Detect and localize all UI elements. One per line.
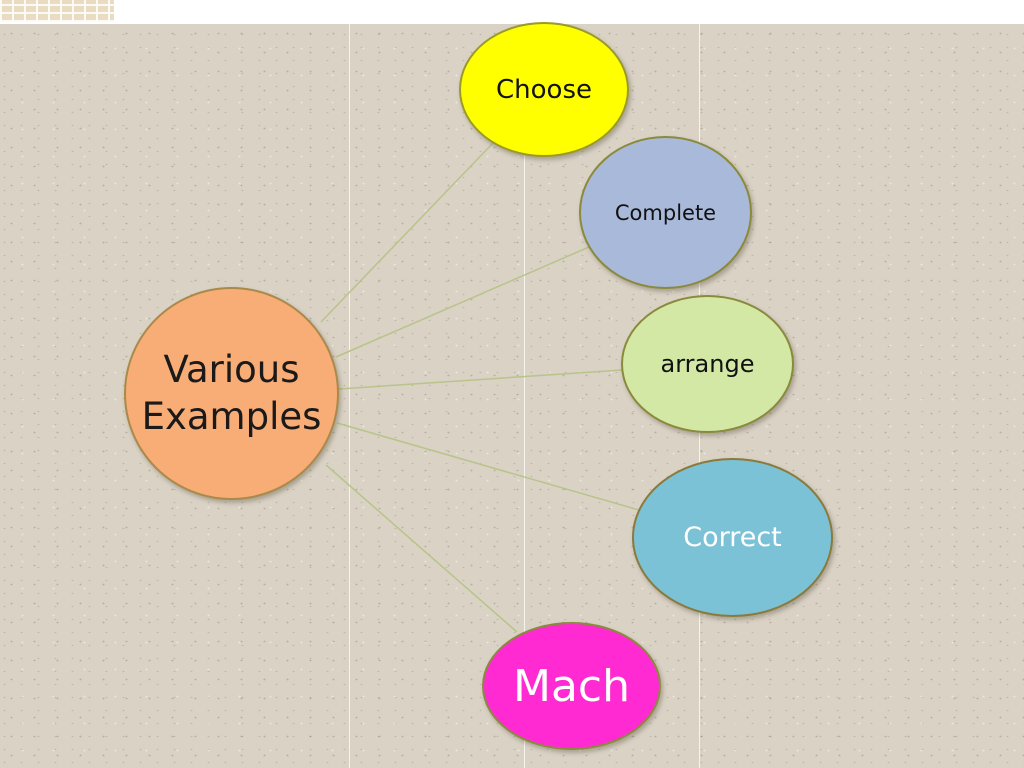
branch-node-label: Correct xyxy=(683,522,782,553)
background-guide-line xyxy=(524,24,525,768)
connector-mach xyxy=(325,464,518,633)
corner-pattern-decoration xyxy=(0,0,114,22)
branch-node-label: Complete xyxy=(614,200,717,225)
background-guide-line xyxy=(349,24,350,768)
branch-node-label: Choose xyxy=(496,74,592,105)
branch-node-mach: Mach xyxy=(482,622,661,750)
connector-choose xyxy=(320,142,494,323)
branch-node-choose: Choose xyxy=(459,22,629,157)
branch-node-correct: Correct xyxy=(632,458,833,617)
branch-node-complete: Complete xyxy=(579,136,752,289)
branch-node-label: arrange xyxy=(660,350,755,378)
branch-node-arrange: arrange xyxy=(621,295,794,433)
connector-complete xyxy=(335,246,590,358)
slide-top-strip xyxy=(0,0,1024,24)
center-node-various-examples: Various Examples xyxy=(124,287,339,500)
connector-correct xyxy=(336,422,640,511)
connector-arrange xyxy=(338,369,623,390)
center-node-label: Various Examples xyxy=(141,348,322,438)
branch-node-label: Mach xyxy=(512,660,630,712)
